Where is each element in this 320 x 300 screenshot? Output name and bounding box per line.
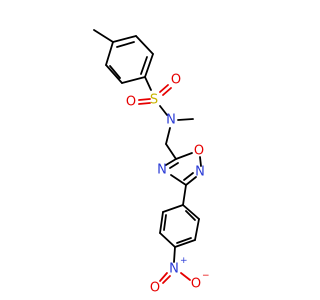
sulfonyl-oxygen-top: O — [171, 73, 181, 88]
tolyl-group — [93, 29, 154, 84]
oxadiazole-nitrogen-left: N — [157, 163, 167, 178]
oxadiazole-oxygen-atom: O — [194, 144, 204, 159]
nitro-oxygen-charge: − — [202, 271, 210, 281]
sulfur-atom: S — [150, 93, 158, 108]
oxadiazole-nitrogen-right: N — [195, 165, 205, 180]
molecule-structure: S O O N O N N — [93, 29, 210, 296]
nitro-nitrogen-charge: + — [180, 256, 188, 266]
methylene-bond — [165, 143, 177, 160]
ring-nitro-bond — [173, 246, 176, 263]
ring-sulfur-bond — [144, 76, 152, 91]
nitro-group: N + O − O — [150, 256, 210, 296]
nitro-oxygen-right: O — [191, 277, 201, 292]
sulfonamide-nitrogen-group: N — [165, 113, 194, 145]
nitro-nitrogen-atom: N — [169, 262, 179, 277]
oxadiazole-ring: O N N — [157, 144, 205, 186]
sulfonyl-group: S O O — [126, 73, 181, 116]
nitrophenyl-ring — [159, 204, 200, 248]
sulfonamide-nitrogen-atom: N — [166, 113, 176, 128]
biaryl-bond — [182, 184, 187, 206]
nitro-oxygen-left: O — [150, 281, 160, 296]
sulfonyl-oxygen-left: O — [126, 95, 136, 110]
